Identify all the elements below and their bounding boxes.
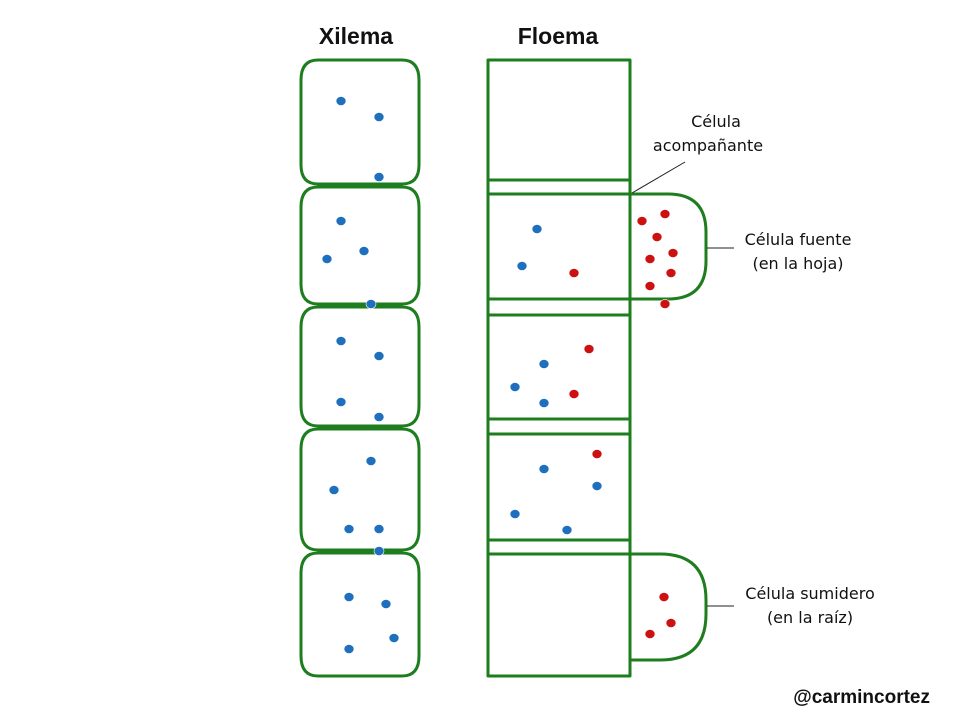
sink-cell-label-line1: Célula sumidero [745,584,874,603]
xylem-water-molecule [358,246,370,256]
sink-cell-sugar-molecule [644,629,656,639]
xylem-segment-5 [299,551,421,678]
xylem-water-molecule [365,456,377,466]
xylem-water-molecule [321,254,333,264]
xylem-segment-2 [299,185,421,306]
companion-cell-label-line1: Célula [691,112,741,131]
phloem-water-molecule [561,525,573,535]
xylem-water-molecule [373,172,385,182]
phloem-water-molecule [538,464,550,474]
xylem-water-molecule [335,397,347,407]
source-cell-sugar-molecule [659,209,671,219]
companion-cell-leader [631,161,686,194]
source-cell-sugar-molecule [636,216,648,226]
source-cell-sugar-molecule [665,268,677,278]
phloem-column [486,58,708,678]
xylem-water-molecule [373,351,385,361]
xylem-water-molecule [335,216,347,226]
phloem-sugar-molecule [583,344,595,354]
xylem-water-molecule [343,524,355,534]
companion-cell-label-line2: acompañante [653,136,763,155]
source-cell-sugar-molecule [644,281,656,291]
xylem-segment-4 [299,427,421,552]
xylem-water-molecule [373,112,385,122]
source-cell-sugar-molecule [651,232,663,242]
phloem-water-molecule [509,382,521,392]
xylem-segment-3 [299,305,421,428]
sugar-molecules [568,209,679,639]
xylem-segment-1 [299,58,421,186]
phloem-water-molecule [509,509,521,519]
phloem-sugar-molecule [591,449,603,459]
sink-cell-label-line2: (en la raíz) [767,608,853,627]
author-credit: @carmincortez [793,687,930,708]
xylem-title: Xilema [319,23,393,49]
sink-cell [630,552,708,662]
source-cell [630,192,708,301]
source-cell-sugar-molecule [659,299,671,309]
source-cell-sugar-molecule [644,254,656,264]
phloem-water-molecule [538,398,550,408]
xylem-column [299,58,421,678]
xylem-water-molecule [373,412,385,422]
phloem-water-molecule [516,261,528,271]
sink-cell-sugar-molecule [665,618,677,628]
phloem-sugar-molecule [568,389,580,399]
source-cell-sugar-molecule [667,248,679,258]
xylem-water-molecule [343,644,355,654]
xylem-water-molecule [373,546,385,556]
xylem-water-molecule [328,485,340,495]
phloem-water-molecule [591,481,603,491]
xylem-water-molecule [373,524,385,534]
source-cell-label-line2: (en la hoja) [752,254,843,273]
phloem-water-molecule [538,359,550,369]
xylem-water-molecule [335,96,347,106]
phloem-water-molecule [531,224,543,234]
phloem-sugar-molecule [568,268,580,278]
sink-cell-sugar-molecule [658,592,670,602]
source-cell-label-line1: Célula fuente [745,230,852,249]
phloem-tube-outline [486,58,632,678]
xylem-water-molecule [388,633,400,643]
phloem-title: Floema [518,23,599,49]
xylem-water-molecule [365,299,377,309]
xylem-water-molecule [380,599,392,609]
xylem-water-molecule [343,592,355,602]
water-molecules [321,96,603,654]
xylem-water-molecule [335,336,347,346]
